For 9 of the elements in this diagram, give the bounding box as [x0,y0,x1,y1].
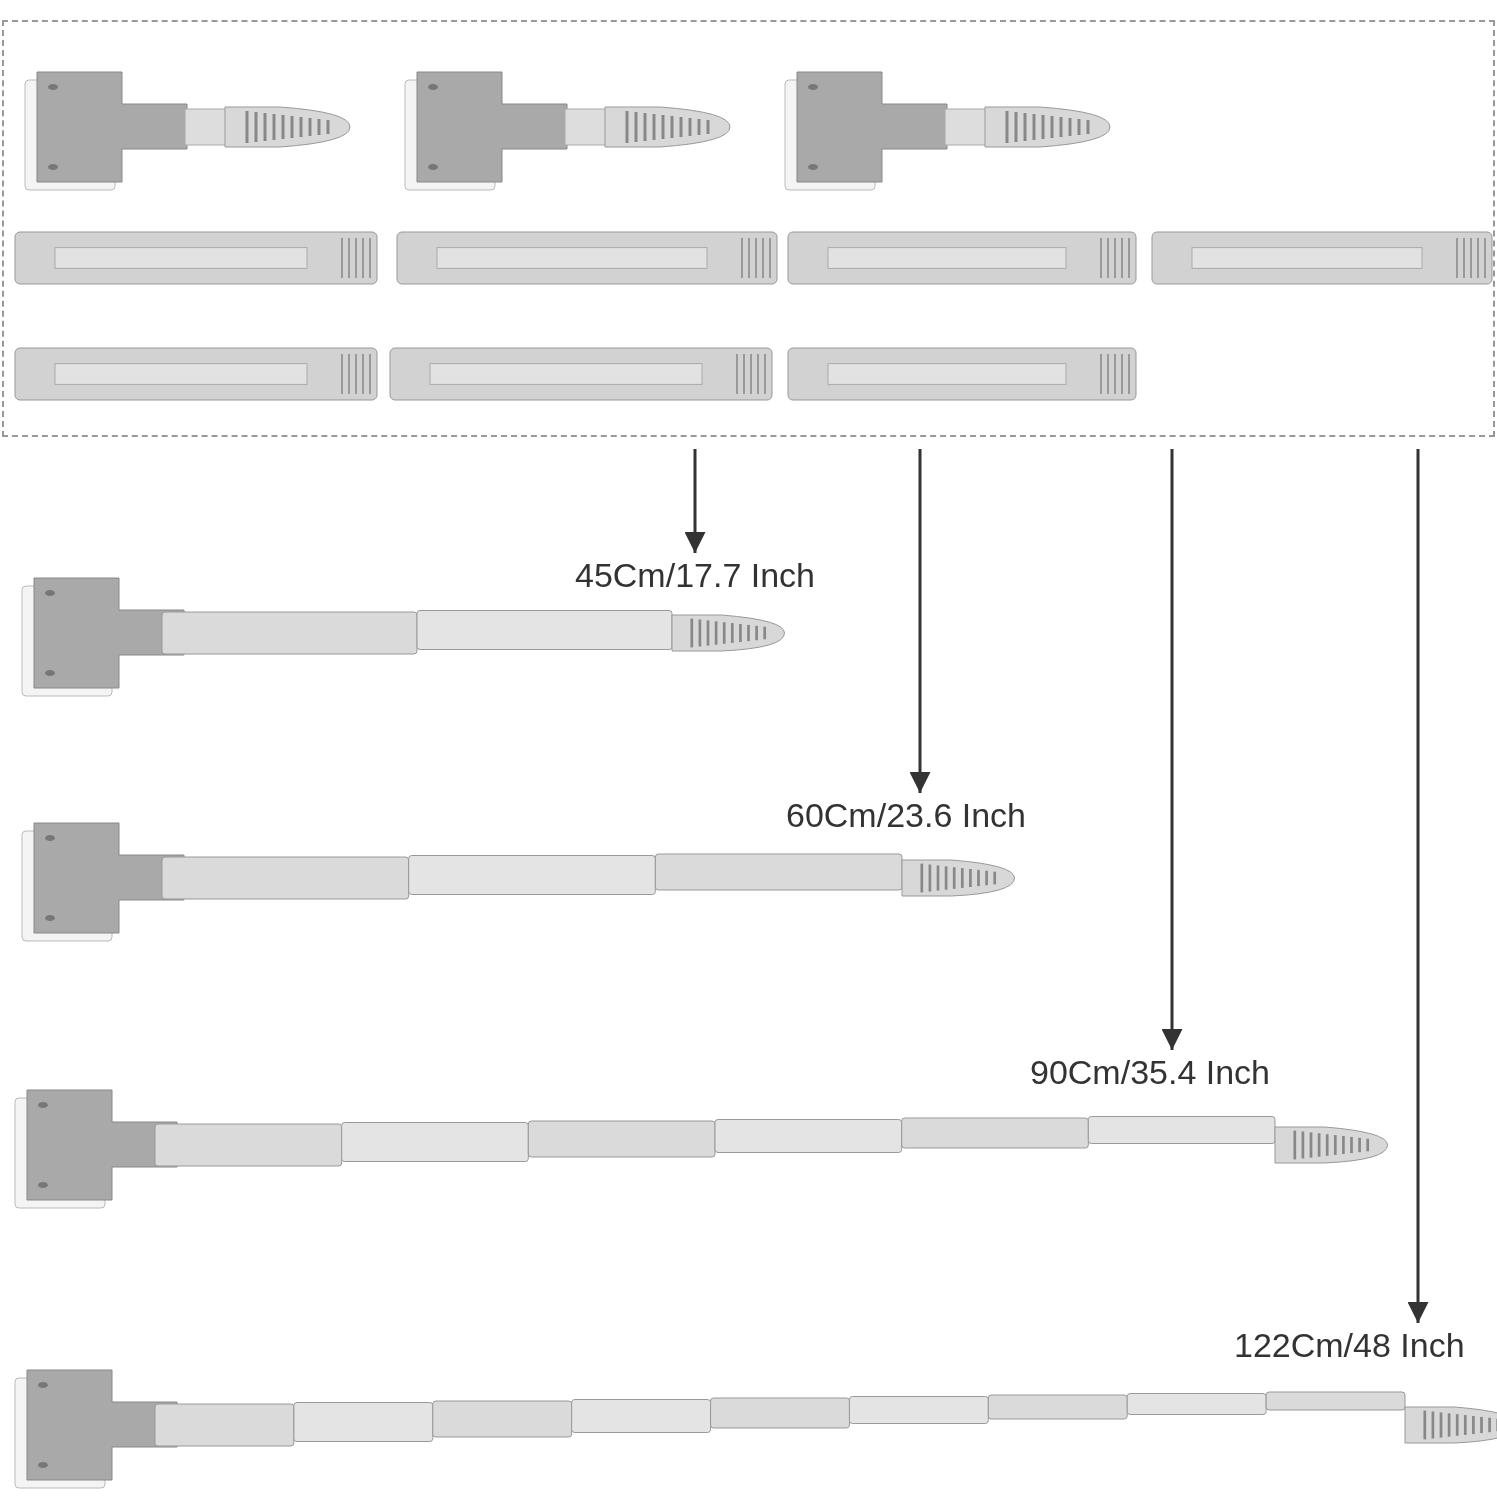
length-label: 122Cm/48 Inch [1234,1325,1465,1365]
length-label: 60Cm/23.6 Inch [786,795,1027,835]
arrow [1407,449,1429,1323]
length-label: 90Cm/35.4 Inch [1030,1052,1271,1092]
arrow [1161,449,1183,1050]
arrow [684,449,706,553]
length-label: 45Cm/17.7 Inch [575,555,816,595]
dashed-frame [2,20,1495,437]
arrow [909,449,931,793]
